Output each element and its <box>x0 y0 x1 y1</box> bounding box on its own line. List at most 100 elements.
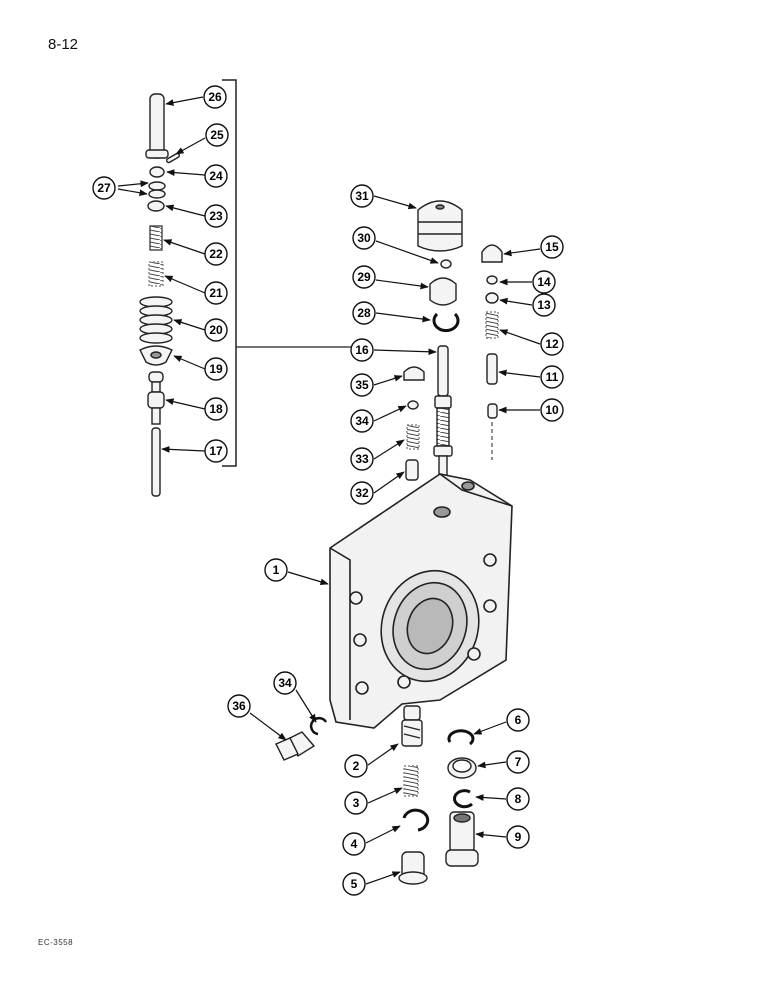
part-21-spring <box>148 261 164 287</box>
part-33-spring <box>406 424 420 450</box>
group-bracket <box>222 79 237 467</box>
callout-label: 25 <box>210 128 224 142</box>
part-17-rod <box>151 427 161 497</box>
left-valve-stack <box>139 93 181 497</box>
callout-25: 25 <box>205 123 229 147</box>
callout-label: 20 <box>209 323 223 337</box>
callout-label: 9 <box>515 830 522 844</box>
callout-label: 5 <box>351 877 358 891</box>
callout-35: 35 <box>350 373 374 397</box>
middle-valve-stack <box>403 200 463 489</box>
part-13-washer <box>485 292 499 304</box>
part-1-valve-body <box>329 473 513 729</box>
callout-30: 30 <box>352 226 376 250</box>
callout-19: 19 <box>204 357 228 381</box>
part-25-pin <box>165 152 181 164</box>
callout-28: 28 <box>352 301 376 325</box>
part-11-plunger <box>486 353 498 385</box>
callout-label: 12 <box>545 337 559 351</box>
callout-label: 10 <box>545 403 559 417</box>
part-16-spool <box>433 345 453 489</box>
callout-label: 8 <box>515 792 522 806</box>
part-24-washer <box>149 166 165 178</box>
callout-16: 16 <box>350 338 374 362</box>
callout-12: 12 <box>540 332 564 356</box>
part-10-ball-seat <box>487 403 498 419</box>
callout-27: 27 <box>92 176 116 200</box>
callout-1: 1 <box>264 558 288 582</box>
callout-label: 35 <box>355 378 369 392</box>
callout-label: 31 <box>355 189 369 203</box>
callout-label: 27 <box>97 181 111 195</box>
callout-label: 18 <box>209 402 223 416</box>
callout-24: 24 <box>204 164 228 188</box>
part-34-snap-ring <box>309 716 328 736</box>
part-8-snap-ring <box>453 789 474 809</box>
footer-code: EC-3558 <box>38 938 74 947</box>
part-6-snap-ring <box>447 729 475 746</box>
callout-8: 8 <box>506 787 530 811</box>
callout-17: 17 <box>204 439 228 463</box>
callout-34: 34 <box>273 671 297 695</box>
callout-9: 9 <box>506 825 530 849</box>
callout-32: 32 <box>350 481 374 505</box>
callout-33: 33 <box>350 447 374 471</box>
callout-2: 2 <box>344 754 368 778</box>
part-20-spring <box>139 296 173 344</box>
part-12-spring <box>485 311 499 339</box>
callout-layer: 2625242723222120191817313029281635343332… <box>92 85 564 896</box>
part-5-cap <box>398 851 428 885</box>
callout-18: 18 <box>204 397 228 421</box>
callout-label: 14 <box>537 275 551 289</box>
part-3-spring <box>403 765 419 797</box>
callout-10: 10 <box>540 398 564 422</box>
part-31-cap <box>417 200 463 252</box>
callout-label: 17 <box>209 444 223 458</box>
part-35-poppet <box>403 366 425 381</box>
callout-label: 29 <box>357 270 371 284</box>
callout-label: 13 <box>537 298 551 312</box>
callout-13: 13 <box>532 293 556 317</box>
callout-14: 14 <box>532 270 556 294</box>
callout-21: 21 <box>204 281 228 305</box>
callout-label: 15 <box>545 240 559 254</box>
callout-7: 7 <box>506 750 530 774</box>
callout-label: 32 <box>355 486 369 500</box>
callout-label: 6 <box>515 713 522 727</box>
page-number: 8-12 <box>48 36 79 53</box>
callout-label: 24 <box>209 169 223 183</box>
callout-23: 23 <box>204 204 228 228</box>
right-valve-stack <box>481 244 503 460</box>
callout-label: 21 <box>209 286 223 300</box>
callout-11: 11 <box>540 365 564 389</box>
callout-4: 4 <box>342 832 366 856</box>
callout-label: 1 <box>273 563 280 577</box>
part-32-seat <box>405 459 419 481</box>
callout-34: 34 <box>350 409 374 433</box>
callout-31: 31 <box>350 184 374 208</box>
callout-label: 23 <box>209 209 223 223</box>
part-7-washer <box>447 757 477 779</box>
callout-6: 6 <box>506 708 530 732</box>
callout-5: 5 <box>342 872 366 896</box>
callout-label: 3 <box>353 796 360 810</box>
part-2-plug <box>401 705 423 747</box>
part-4-snap-ring <box>402 808 430 832</box>
callout-22: 22 <box>204 242 228 266</box>
part-30-ring <box>440 259 452 269</box>
callout-20: 20 <box>204 318 228 342</box>
part-27-seal <box>148 181 166 191</box>
part-23-ring <box>147 200 165 212</box>
callout-label: 11 <box>546 370 559 384</box>
callout-label: 30 <box>357 231 371 245</box>
callout-36: 36 <box>227 694 251 718</box>
callout-label: 4 <box>351 837 358 851</box>
callout-29: 29 <box>352 265 376 289</box>
part-26-rod <box>149 93 165 159</box>
part-22-spring <box>149 225 163 251</box>
part-14-ring <box>486 275 498 285</box>
callout-26: 26 <box>203 85 227 109</box>
part-28-snap-ring <box>432 312 460 333</box>
part-18-spool <box>147 371 165 425</box>
